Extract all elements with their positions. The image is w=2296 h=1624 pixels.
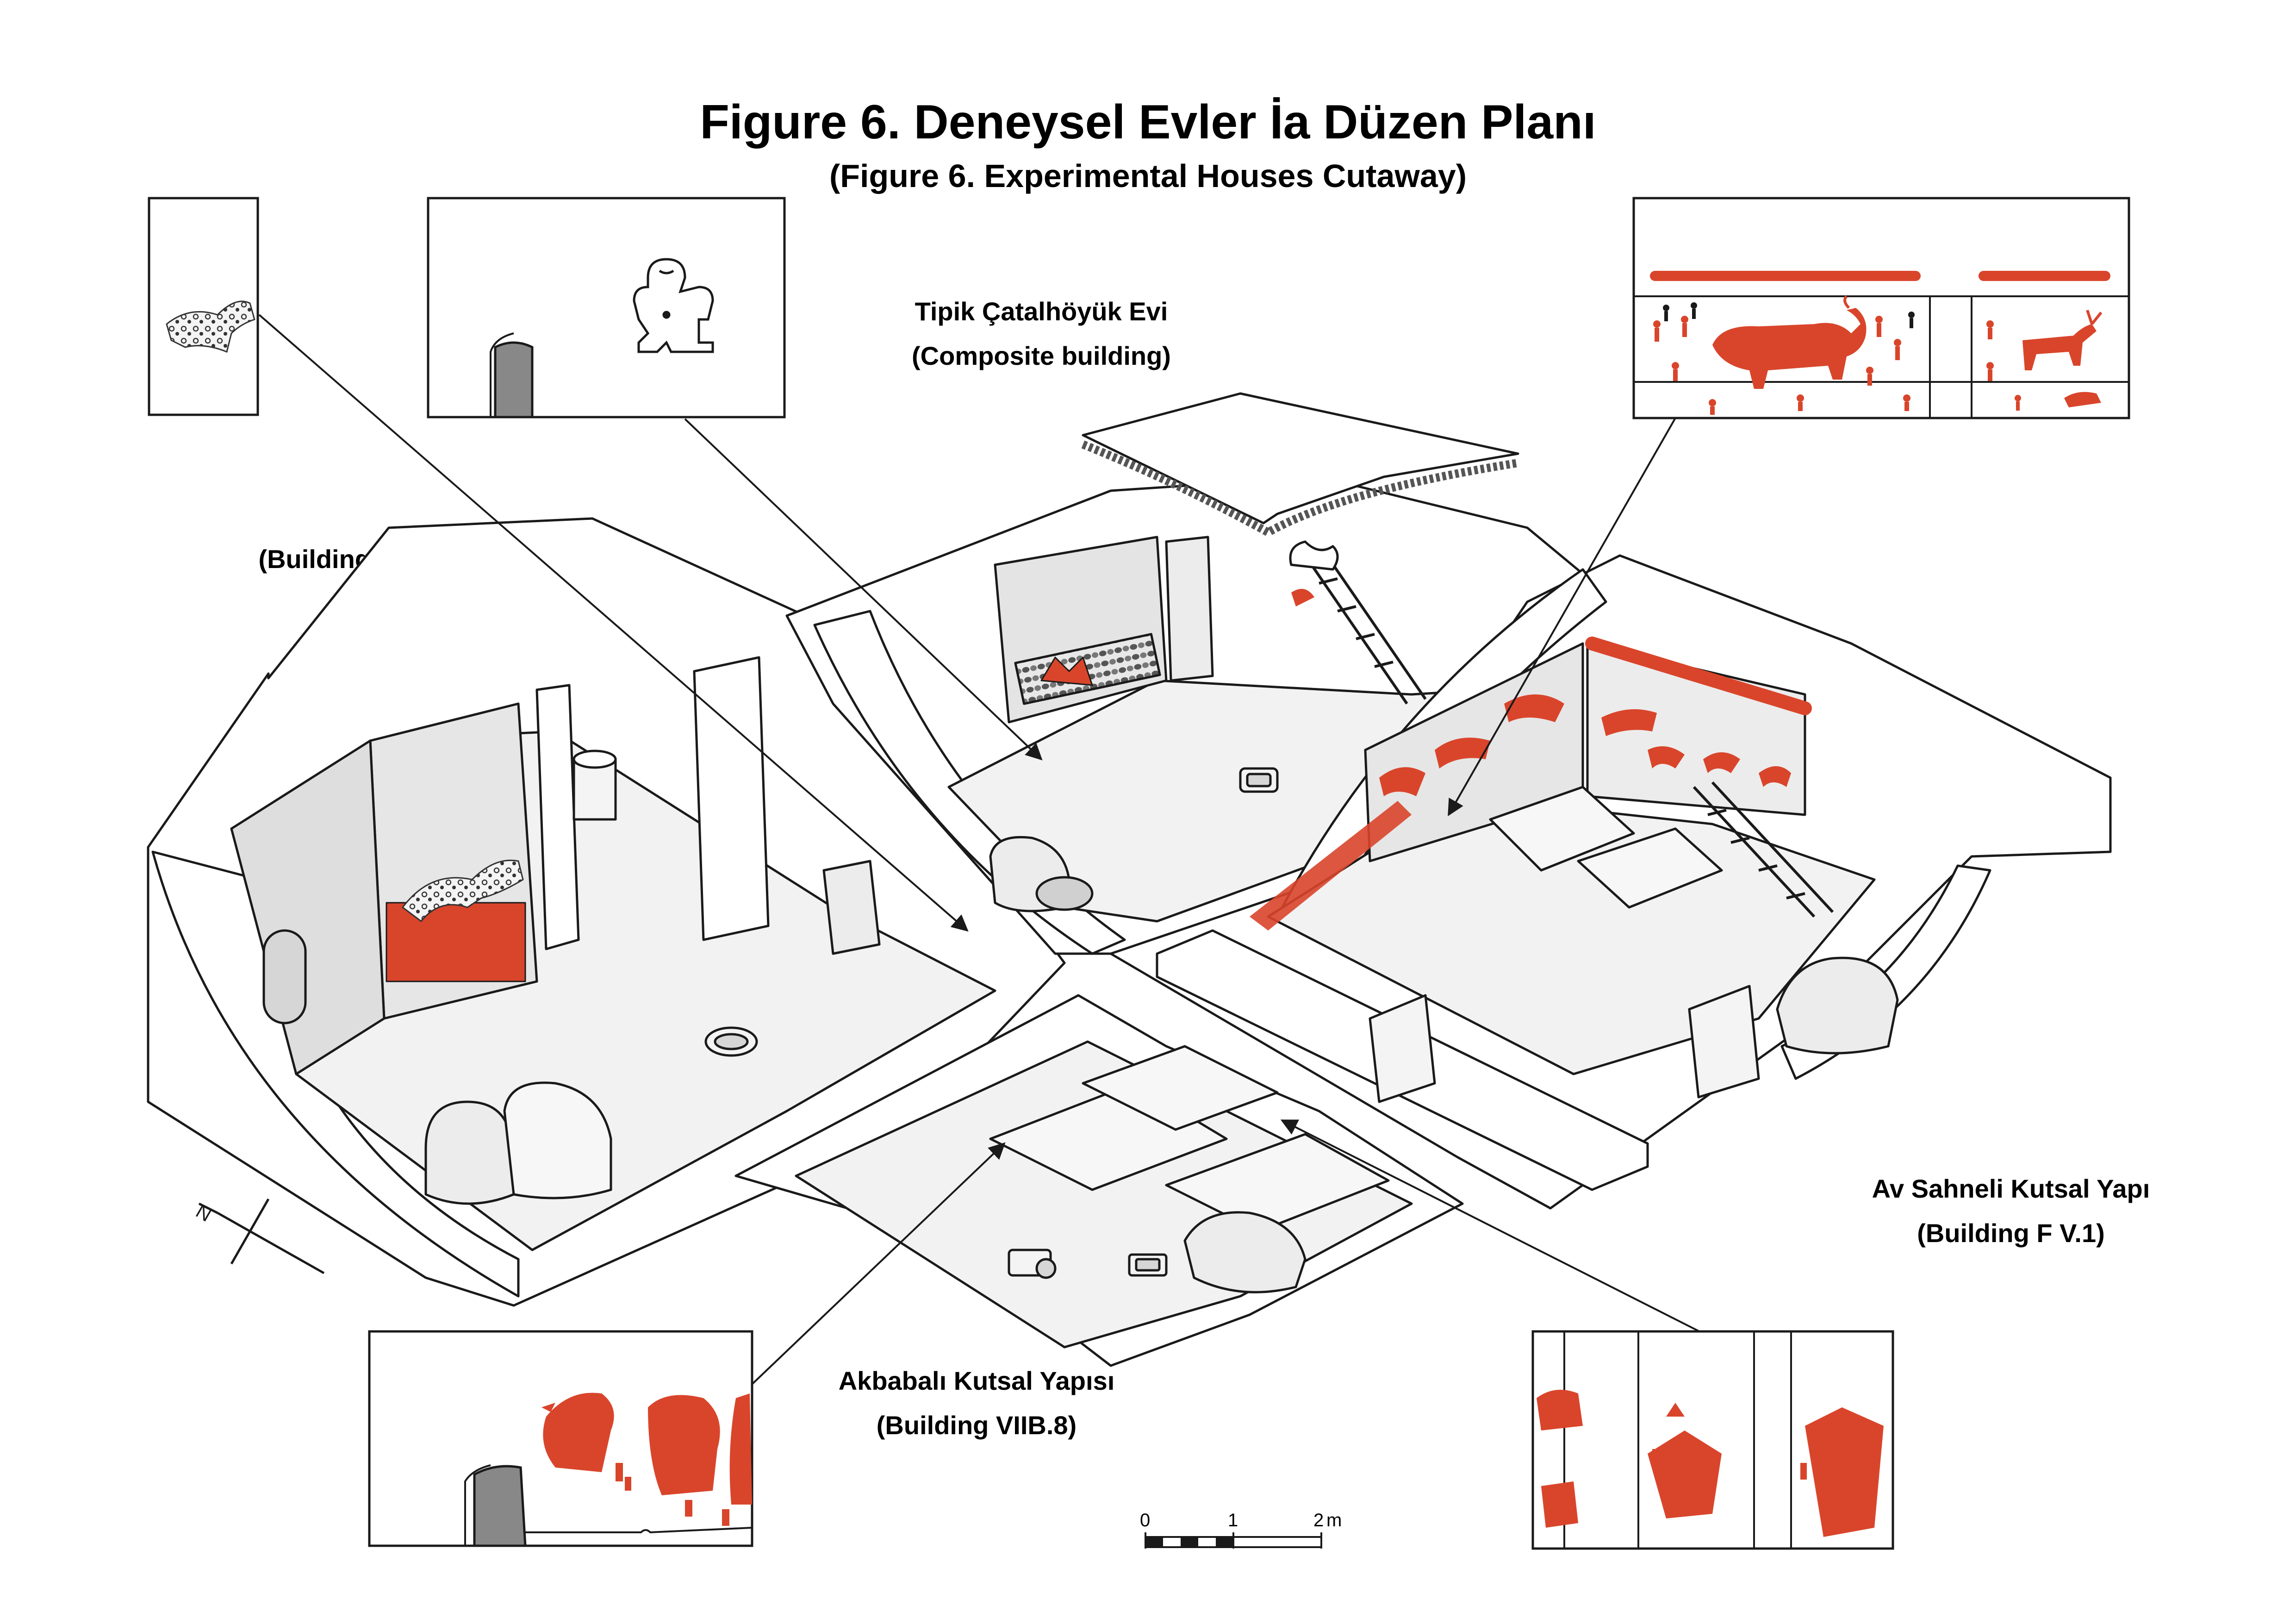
north-arrow-icon [198, 1198, 325, 1274]
fv1-platforms [1489, 786, 1723, 909]
inset-leopard [148, 197, 259, 416]
goddess-figurine-icon [633, 258, 714, 353]
vulture-panel-center-icon [1648, 1403, 1722, 1518]
composite-platforms [989, 836, 1094, 912]
vii44-platforms [424, 1081, 612, 1205]
vii44-inner-wall-a [535, 684, 580, 950]
callout-vulture-left [751, 1142, 1006, 1385]
fv1-cross-wall [1369, 994, 1436, 1103]
vulture-panel-figures [1652, 1449, 1807, 1480]
composite-oven [1239, 767, 1279, 793]
vii44-pillar [822, 860, 881, 955]
vulture-left-icon [541, 1393, 614, 1472]
composite-ladder [1304, 550, 1427, 705]
headless-figures-left [616, 1463, 729, 1526]
building-viib8 [734, 994, 1464, 1367]
composite-roof-thatch [1081, 440, 1519, 537]
label-fv1-tr: Av Sahneli Kutsal Yapı [1872, 1174, 2150, 1203]
vulture-right-icon [729, 1393, 752, 1505]
callout-figurine [684, 418, 1043, 761]
leopard-relief-icon [402, 859, 524, 922]
scale-tick-0: 0 [1140, 1510, 1151, 1530]
stag-icon [2022, 310, 2103, 370]
frieze-red-band-left [1650, 271, 1921, 281]
north-arrow-label: N [193, 1200, 216, 1226]
inset-vultures-doorway [473, 1465, 527, 1547]
figure-subtitle: (Figure 6. Experimental Houses Cutaway) [829, 158, 1467, 194]
composite-stone-frieze [1014, 633, 1161, 705]
label-composite-en: (Composite building) [912, 341, 1171, 370]
callout-vulture-right [1280, 1119, 1699, 1332]
hunter-figures-icon [1653, 316, 1910, 415]
composite-cut-face [813, 610, 1126, 955]
scale-tick-2: 2 [1313, 1510, 1324, 1530]
inset-hunting-frieze [1632, 197, 2130, 419]
inset-figurine [427, 197, 786, 418]
composite-horns-icon [1289, 540, 1339, 571]
vii44-inner-wall-b [693, 656, 770, 941]
scale-tick-1: 1 [1228, 1510, 1238, 1530]
callout-hunting [1448, 418, 1676, 817]
fv1-bench [1688, 985, 1760, 1099]
label-fv1-en: (Building F V.1) [1917, 1218, 2105, 1248]
viib8-hearth [1128, 1253, 1168, 1277]
label-composite-building: Tipik Çatalhöyük Evi (Composite building… [787, 289, 1296, 378]
callout-leopard [258, 314, 969, 932]
fv1-red-band-top [1585, 637, 1812, 715]
scale-bar [1145, 1532, 1322, 1549]
vulture-panel-left-icon [1537, 1390, 1583, 1528]
composite-pillar [1165, 536, 1214, 682]
building-vii44 [147, 517, 1066, 1307]
building-fv1 [1109, 554, 2112, 1210]
frieze-red-band-right [1979, 271, 2110, 281]
vii44-storage-bin [572, 750, 617, 821]
fv1-corner-platform [1776, 956, 1899, 1055]
composite-red-mark [1291, 589, 1314, 606]
vii44-oven [704, 1026, 758, 1057]
callout-lines [258, 314, 1699, 1385]
label-building-fv1: Av Sahneli Kutsal Yapı (Building F V.1) [1768, 1167, 2254, 1255]
label-viib8-en: (Building VIIB.8) [876, 1411, 1077, 1440]
fv1-hunting-frieze-back [1601, 709, 1791, 787]
vulture-panel-right-icon [1805, 1407, 1884, 1537]
black-hunters-icon [1663, 302, 1915, 328]
vulture-center-icon [648, 1395, 720, 1495]
viib8-corner-platform [1183, 1211, 1307, 1293]
aurochs-bull-icon [1712, 295, 1867, 389]
label-composite-tr: Tipik Çatalhöyük Evi [915, 297, 1168, 326]
inset-vultures-left [368, 1330, 753, 1547]
fv1-ladder [1692, 781, 1834, 918]
vii44-red-panel [386, 902, 526, 982]
inset-figurine-doorway [494, 341, 534, 418]
fv1-hunting-frieze-left [1250, 694, 1564, 931]
inset-vultures-right [1531, 1330, 1894, 1550]
composite-red-bucranium [1040, 656, 1093, 686]
viib8-platform-b [1082, 1045, 1279, 1131]
label-building-viib8: Akbabalı Kutsal Yapısı (Building VIIB.8) [722, 1359, 1231, 1448]
composite-roof-slab [1082, 392, 1519, 525]
leopard-inset-icon [166, 300, 255, 353]
figure-title: Figure 6. Deneysel Evler İa Düzen Planı [700, 95, 1596, 149]
label-viib8-tr: Akbabalı Kutsal Yapısı [838, 1366, 1115, 1395]
scale-unit: m [1326, 1510, 1342, 1530]
viib8-oven [1008, 1249, 1057, 1279]
frieze-right-figures [1986, 320, 2101, 411]
vii44-niche [262, 929, 307, 1024]
inset-figurine-doorway-edge [490, 332, 514, 417]
